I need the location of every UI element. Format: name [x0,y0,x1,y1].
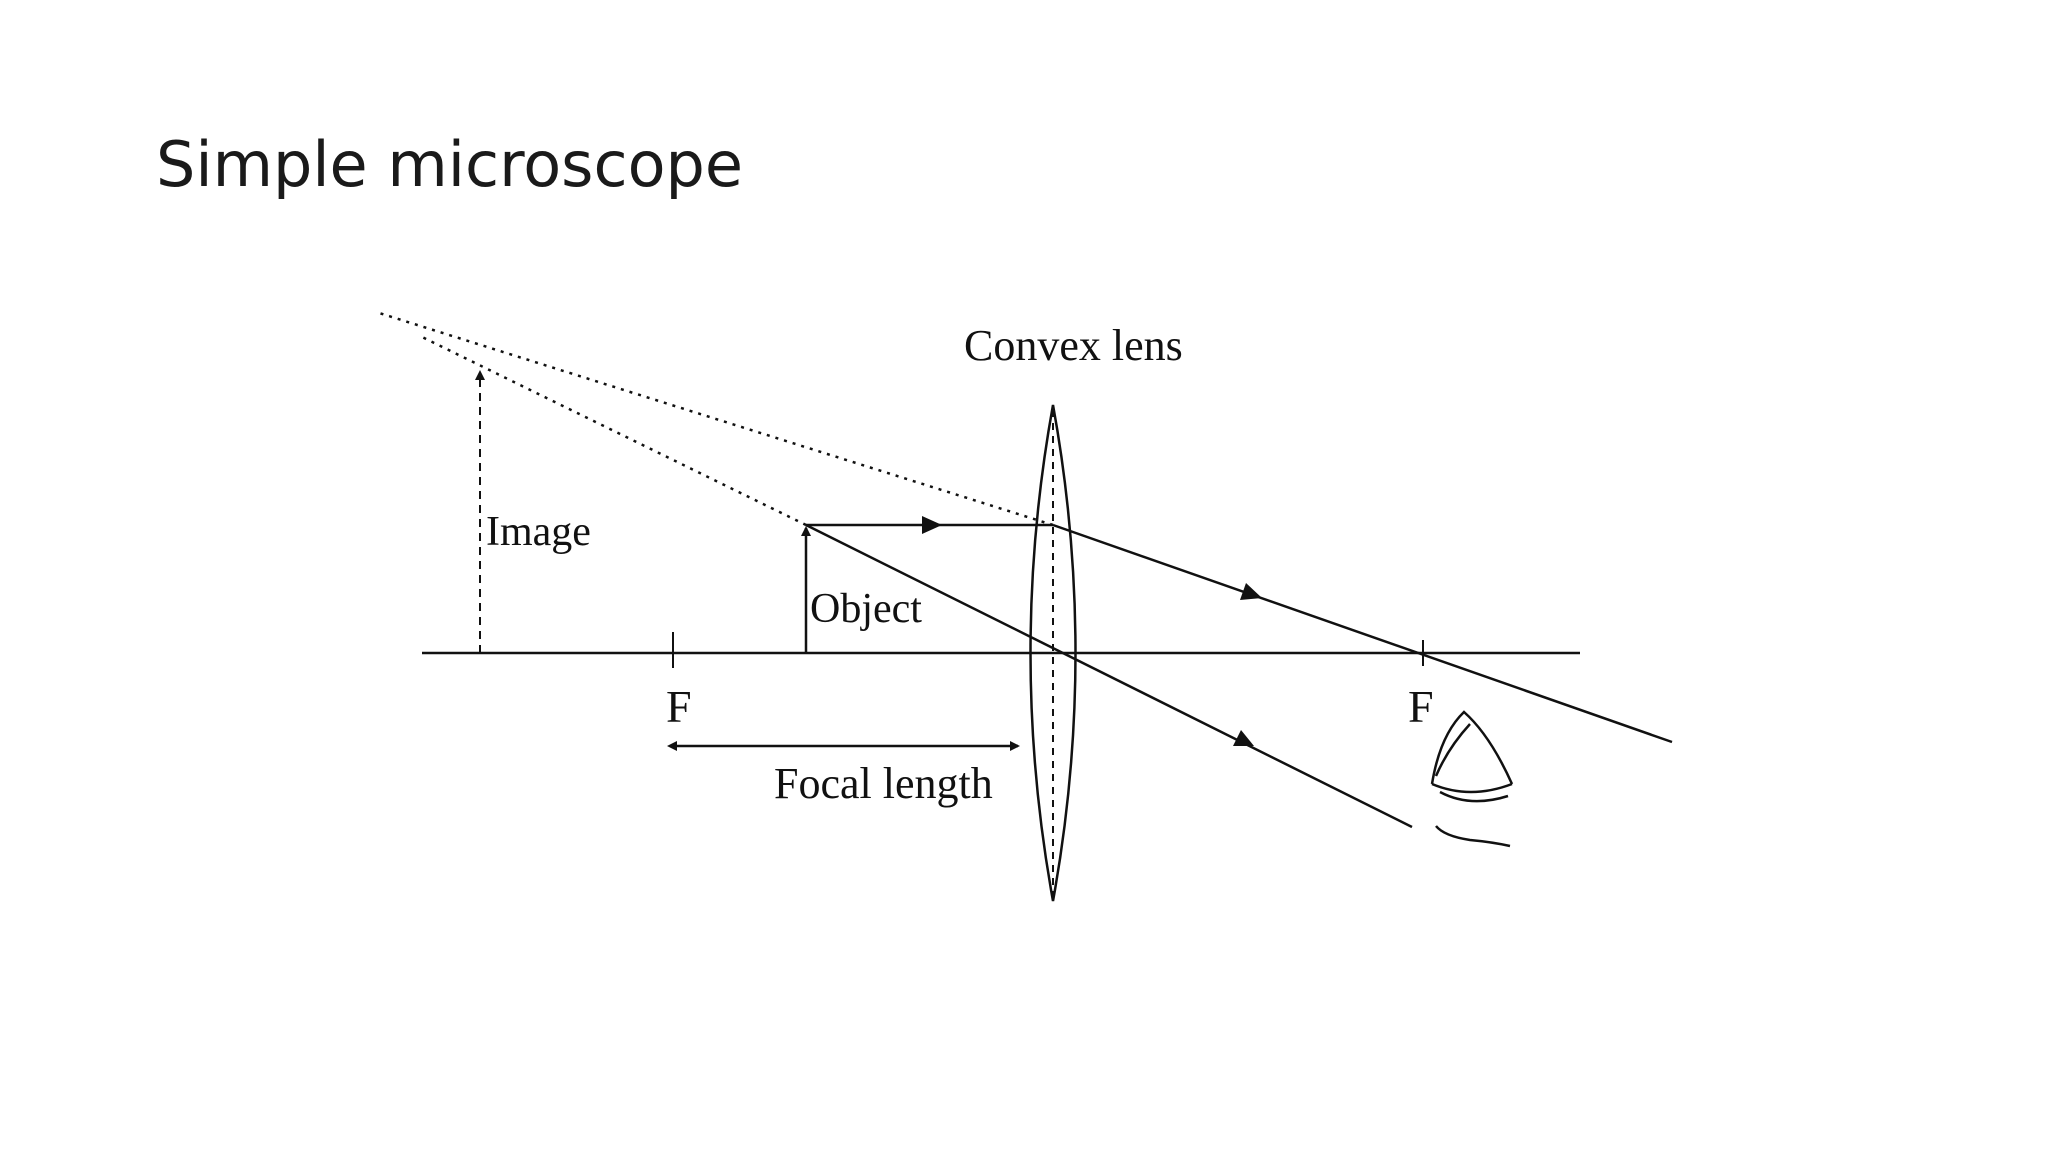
focal-point-right-label: F [1408,681,1434,732]
ray-refracted-through-focus [1052,523,1673,744]
convex-lens [1029,404,1077,902]
focal-point-left-label: F [666,681,692,732]
eye-icon [1430,710,1514,848]
ray-center-arrow [1233,730,1254,746]
focal-length-label: Focal length [774,759,993,808]
ray-through-center [805,523,1413,829]
ray-refracted-arrow [1240,583,1262,600]
slide-title: Simple microscope [156,128,744,201]
lens-label: Convex lens [964,321,1183,370]
ray-extension-1 [375,310,1054,527]
ray-extension-2 [419,334,807,527]
ray-parallel-arrow [922,516,942,534]
image-label: Image [486,509,591,555]
object-label: Object [810,586,922,632]
